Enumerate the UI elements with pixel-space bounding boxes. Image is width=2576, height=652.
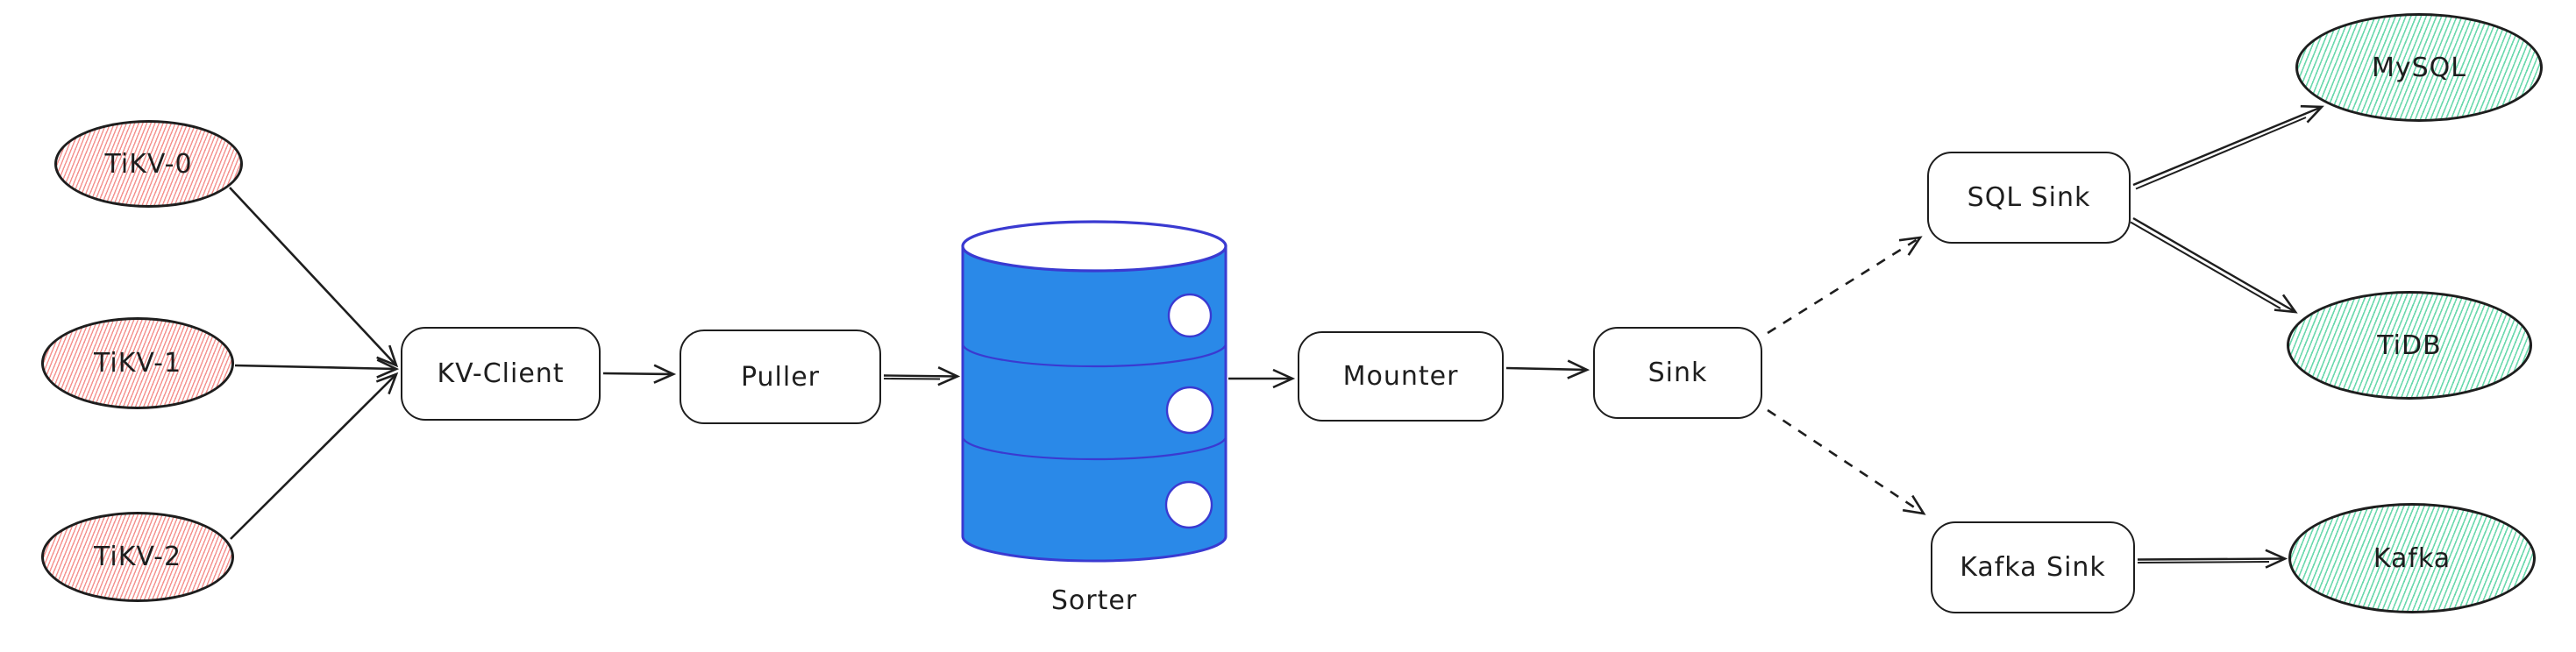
sorter-cylinder-icon	[961, 220, 1228, 563]
node-sql-sink-label: SQL Sink	[1967, 182, 2091, 213]
node-sink-label: Sink	[1647, 358, 1708, 388]
node-puller: Puller	[680, 330, 881, 424]
edge-sink-sqlsink	[1767, 236, 1923, 335]
node-tikv-1: TiKV-1	[41, 317, 234, 409]
node-kafka-sink-label: Kafka Sink	[1960, 552, 2106, 583]
node-sink: Sink	[1593, 327, 1762, 419]
node-kafka: Kafka	[2288, 503, 2536, 613]
node-tidb: TiDB	[2287, 291, 2532, 400]
edge-sqlsink-tidb-stroke2	[2130, 221, 2281, 309]
edge-sqlsink-mysql-stroke2	[2135, 117, 2307, 190]
node-kafka-sink: Kafka Sink	[1931, 521, 2135, 613]
edge-sqlsink-mysql	[2132, 104, 2324, 187]
node-tikv-0: TiKV-0	[54, 120, 243, 208]
edge-tikv0-kvclient	[229, 187, 399, 368]
node-tikv-1-label: TiKV-1	[93, 348, 182, 379]
node-kv-client: KV-Client	[401, 327, 601, 421]
edge-kafkasink-kafka-stroke2	[2137, 561, 2270, 563]
edge-puller-sorter	[883, 366, 961, 386]
node-tikv-2: TiKV-2	[41, 512, 234, 602]
node-mounter-label: Mounter	[1342, 361, 1459, 392]
node-tikv-2-label: TiKV-2	[93, 542, 182, 572]
edge-tikv1-kvclient	[234, 358, 400, 379]
edge-sqlsink-tidb	[2132, 216, 2298, 314]
node-tidb-label: TiDB	[2377, 330, 2442, 361]
edge-kvclient-puller	[602, 364, 677, 384]
node-mysql: MySQL	[2295, 13, 2543, 122]
node-puller-label: Puller	[740, 361, 821, 393]
node-sorter-label: Sorter	[1050, 585, 1138, 616]
edge-sink-kafkasink	[1767, 408, 1926, 515]
edge-tikv2-kvclient	[230, 372, 399, 540]
node-mounter: Mounter	[1298, 331, 1504, 422]
node-tikv-0-label: TiKV-0	[104, 148, 193, 180]
node-kv-client-label: KV-Client	[437, 358, 565, 389]
edge-mounter-sink	[1505, 359, 1590, 379]
node-sql-sink: SQL Sink	[1927, 152, 2131, 244]
node-sorter-label-container: Sorter	[985, 585, 1204, 616]
edge-kafkasink-kafka	[2137, 549, 2288, 569]
node-mysql-label: MySQL	[2371, 52, 2466, 83]
node-kafka-label: Kafka	[2373, 542, 2451, 574]
